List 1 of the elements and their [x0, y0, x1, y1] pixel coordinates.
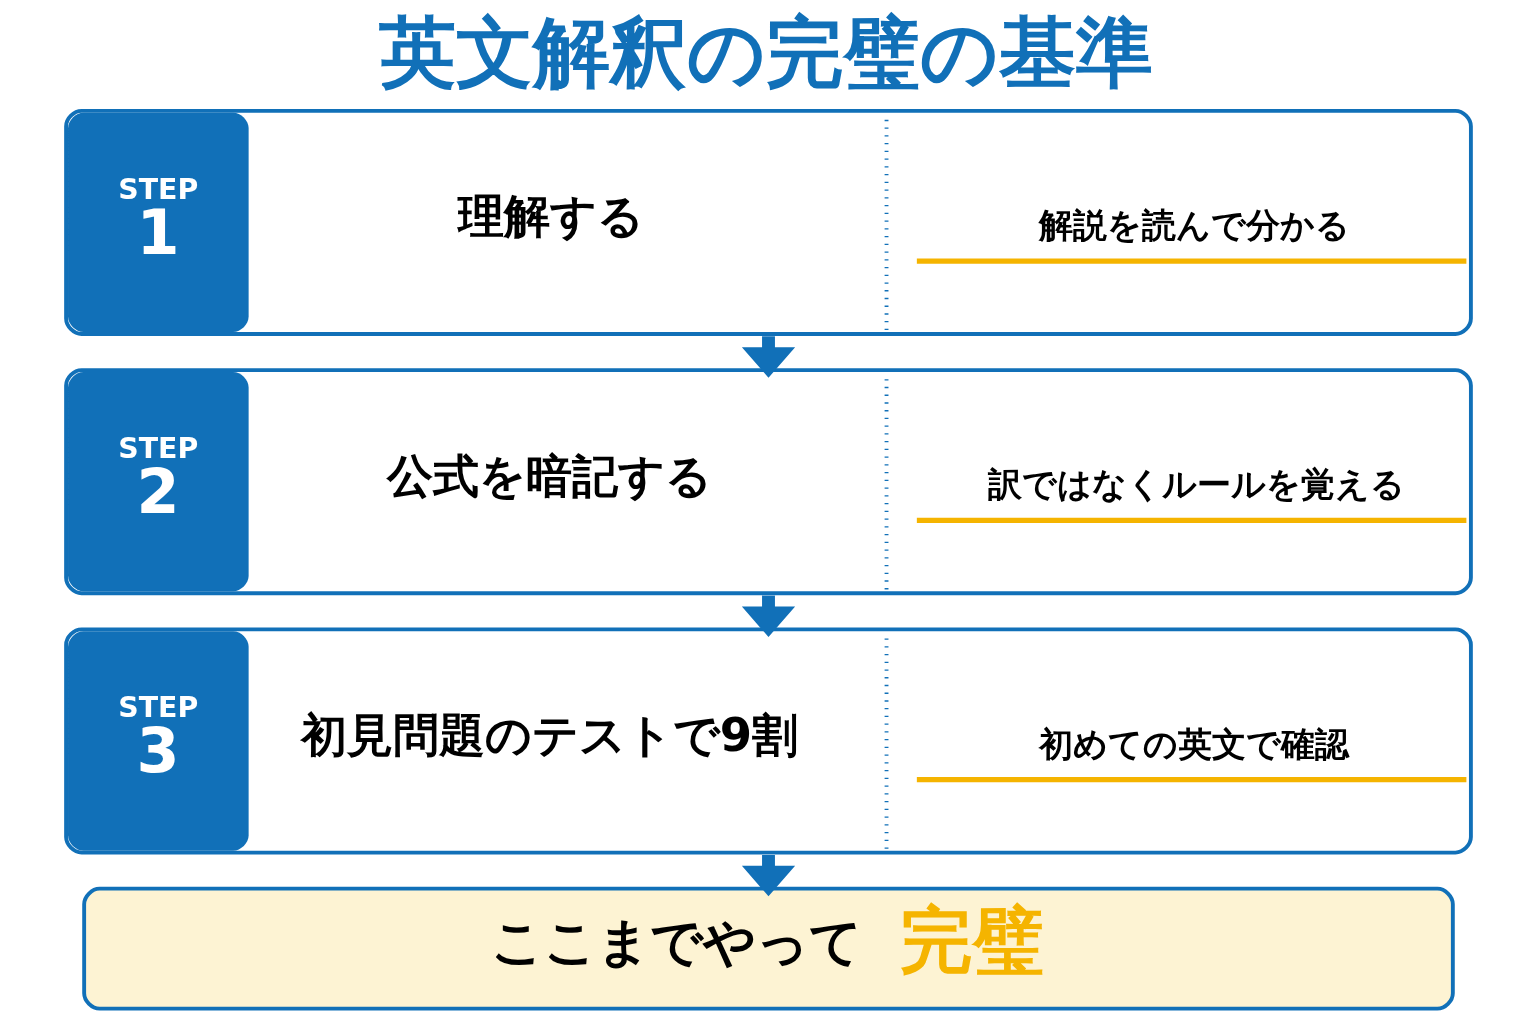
diagram-title: 英文解釈の完璧の基準 [378, 7, 1153, 98]
